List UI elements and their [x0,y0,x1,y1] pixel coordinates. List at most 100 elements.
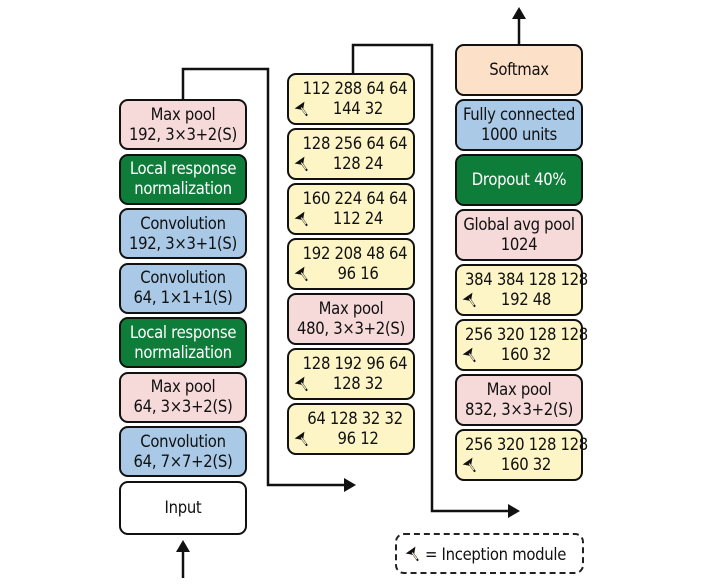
block-label-line: 160 32 [500,454,552,474]
block-label-line: Max pool [318,298,384,318]
block-label-line: 64, 1×1+1(S) [133,288,233,307]
block-label-line: 1000 units [481,124,557,144]
block-label-line: 160 224 64 64 [302,188,408,208]
block-label-line: 64 128 32 32 [307,408,403,428]
block-label-line: 128 256 64 64 [302,133,408,153]
block-label: Dropout 40% [457,170,581,190]
block-label-line: 1024 [500,234,538,254]
block-label-line: 128 24 [332,153,384,173]
block-label-line: Input [164,497,202,517]
inception-module-icon [294,211,312,229]
block-label-line: Convolution [140,213,226,233]
block-label-line: 128 32 [332,373,384,393]
block-label: Input [121,498,245,518]
right-block-2: Dropout 40% [455,154,583,206]
legend-text: = Inception module [425,545,567,564]
block-label-line: Fully connected [462,104,576,124]
block-label-line: normalization [134,342,232,362]
block-label-line: 112 288 64 64 [302,78,408,98]
block-label-line: Max pool [486,379,552,399]
inception-module-icon [294,266,312,284]
block-label-line: 160 32 [500,344,552,364]
block-label-line: 96 12 [337,428,379,448]
inception-module-icon [462,292,480,310]
connector-middle-to-right [351,43,509,513]
block-label-line: 480, 3×3+2(S) [296,318,406,338]
block-label-line: 832, 3×3+2(S) [464,399,574,419]
inception-module-icon [294,101,312,119]
block-label-line: Convolution [140,431,226,451]
block-label-line: 192, 3×3+2(S) [128,124,238,144]
inception-module-icon [462,457,480,475]
block-label-line: 192, 3×3+1(S) [128,233,238,253]
block-label-line: 64, 3×3+2(S) [133,397,233,416]
block-label-line: 192 208 48 64 [302,243,408,263]
block-label-line: 64, 7×7+2(S) [133,451,233,471]
block-label-line: Max pool [150,104,216,124]
block-label-line: Local response [129,159,237,178]
block-label-line: 144 32 [332,98,384,118]
block-label-line: 192 48 [500,289,552,309]
block-label-line: 256 320 128 128 [465,324,588,344]
connector-left-to-middle [181,67,345,487]
inception-module-icon [294,376,312,394]
inception-module-icon [294,431,312,449]
legend: = Inception module [395,533,584,574]
block-label-line: Global avg pool [463,214,575,234]
block-label-line: 256 320 128 128 [465,434,588,454]
inception-module-icon [294,156,312,174]
block-label-line: 112 24 [332,208,384,228]
block-label-line: Softmax [489,59,549,79]
block-label-line: Convolution [140,268,226,287]
left-block-7: Input [119,480,247,535]
block-label-line: Max pool [150,377,216,396]
block-label-line: Local response [129,322,237,342]
right-block-0: Softmax [455,44,583,96]
block-label-line: Dropout 40% [471,169,567,189]
inception-module-icon [405,546,423,564]
inception-module-icon [462,347,480,365]
block-label-line: normalization [134,179,232,198]
block-label: Softmax [457,60,581,80]
